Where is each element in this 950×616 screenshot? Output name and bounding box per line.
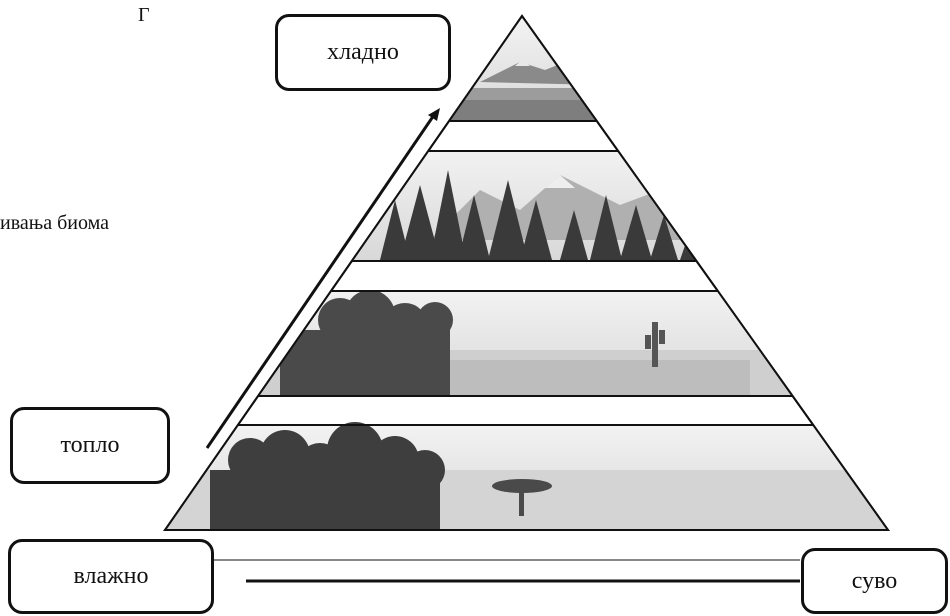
temperate-forest-desert-icon: [165, 290, 888, 396]
warm-to-cold-arrow: [205, 108, 440, 449]
side-text-fragment: ивања биома: [0, 212, 109, 234]
corner-mark: Г: [138, 4, 150, 26]
taiga-forest-icon: [165, 151, 888, 261]
label-wet: влажно: [8, 539, 214, 614]
tundra-mountain-icon: [165, 20, 888, 120]
label-cold: хладно: [275, 14, 451, 91]
label-warm: топло: [10, 407, 170, 484]
label-dry: суво: [801, 548, 948, 614]
tropical-forest-savanna-icon: [165, 422, 888, 530]
